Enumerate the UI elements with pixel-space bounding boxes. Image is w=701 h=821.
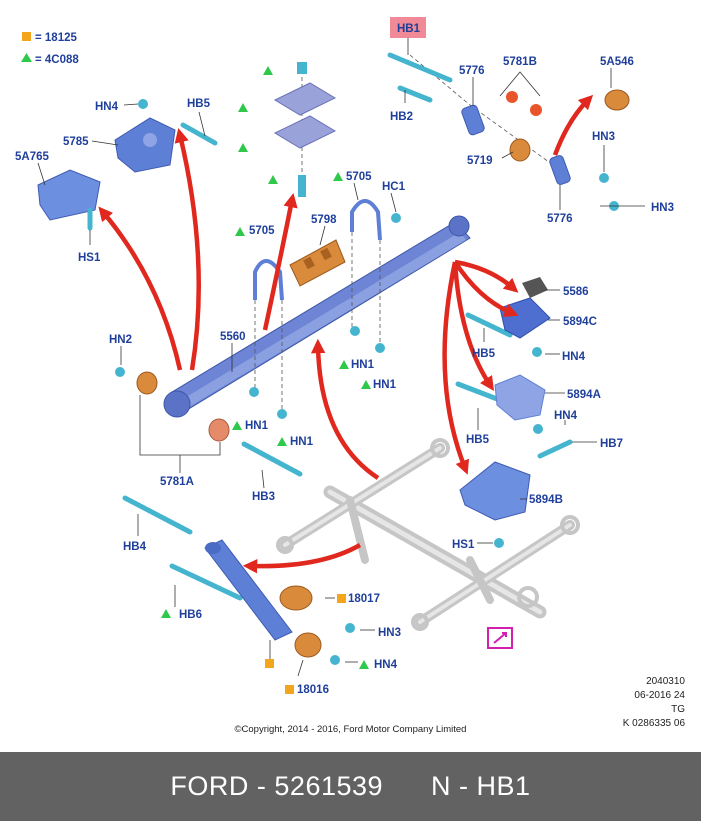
label-hb3: HB3 [252,491,275,503]
footer-code: N - HB1 [431,771,531,801]
label-hb4: HB4 [123,541,147,553]
label-5894c: 5894C [563,316,597,328]
bushings [136,89,630,658]
square-icon [22,32,31,41]
label-hn4-low: HN4 [554,410,578,422]
label-hb5-mid: HB5 [472,348,496,360]
arrow-callout-icon [493,632,507,644]
label-hn3-right: HN3 [651,202,674,214]
label-5a546: 5A546 [600,56,634,68]
footer-part-number: 5261539 [274,771,384,801]
direction-arrows [98,94,594,574]
label-hn4-top: HN4 [95,101,119,113]
bracket-5894a [494,374,546,421]
footer-bar: FORD - 5261539 N - HB1 [0,752,701,821]
label-5798: 5798 [311,214,337,226]
label-5705-right: 5705 [346,171,372,183]
footer-brand: FORD [170,771,249,801]
label-hn1-c: HN1 [245,420,269,432]
spacer-plates [273,62,337,197]
spring-pad [289,239,346,287]
label-hb6: HB6 [179,609,202,621]
meta-code: 2040310 [646,676,685,687]
u-bolt-left [253,259,284,301]
triangle-markers [161,66,371,669]
label-5894a: 5894A [567,389,601,401]
hb1-highlight [390,17,426,38]
callout-icon [487,627,513,649]
shackle-links [461,104,571,185]
label-18017: 18017 [348,593,380,605]
label-hn3-top: HN3 [592,131,615,143]
label-hb2: HB2 [390,111,413,123]
legend: = 18125 = 4C088 [21,32,79,66]
assembly-lines [254,54,561,410]
u-bolt-right [350,199,382,241]
label-5781b: 5781B [503,56,537,68]
rear-axle-frame [276,438,580,631]
label-5586: 5586 [563,286,589,298]
footer-separator: - [248,771,275,801]
legend-square-text: = 18125 [35,32,77,44]
label-5894b: 5894B [529,494,563,506]
label-18016: 18016 [297,684,329,696]
label-5719: 5719 [467,155,493,167]
label-5776-bottom: 5776 [547,213,573,225]
exploded-parts-diagram: = 18125 = 4C088 [15,17,674,696]
label-hb5-top: HB5 [187,98,211,110]
label-5781a: 5781A [160,476,194,488]
label-hn1-d: HN1 [290,436,314,448]
drawing-meta: 2040310 06-2016 24 TG K 0286335 06 [623,675,685,731]
triangle-icon [21,53,32,62]
legend-triangle-text: = 4C088 [35,54,79,66]
label-5560: 5560 [220,331,246,343]
label-hn3-low: HN3 [378,627,401,639]
meta-date: 06-2016 24 [634,690,685,701]
bracket-5586 [522,277,548,298]
meta-ref: K 0286335 06 [622,718,685,729]
bracket-5785 [114,117,176,173]
label-hn4-mid: HN4 [562,351,586,363]
footer-gap [383,771,431,802]
bracket-5a765 [37,169,101,221]
leaf-spring [163,215,471,418]
square-markers [265,594,346,694]
label-5776-top: 5776 [459,65,485,77]
label-hb1: HB1 [397,23,421,35]
leader-lines [37,38,645,677]
label-hn2: HN2 [109,334,132,346]
label-hc1: HC1 [382,181,406,193]
meta-region: TG [671,704,685,715]
shock-absorber [204,539,293,641]
label-5a765: 5A765 [15,151,49,163]
label-hs1-low: HS1 [452,539,475,551]
label-hs1-top: HS1 [78,252,101,264]
label-5705-left: 5705 [249,225,275,237]
bracket-5894b [459,461,531,521]
label-5785: 5785 [63,136,89,148]
part-labels: HB1 HB2 5776 5781B 5A546 HN3 5719 HN3 57… [15,23,674,696]
label-hb5-low: HB5 [466,434,490,446]
label-hn1-a: HN1 [351,359,375,371]
label-hn4-bottom: HN4 [374,659,398,671]
copyright-text: ©Copyright, 2014 - 2016, Ford Motor Comp… [234,724,467,735]
label-hb7: HB7 [600,438,623,450]
label-hn1-b: HN1 [373,379,397,391]
